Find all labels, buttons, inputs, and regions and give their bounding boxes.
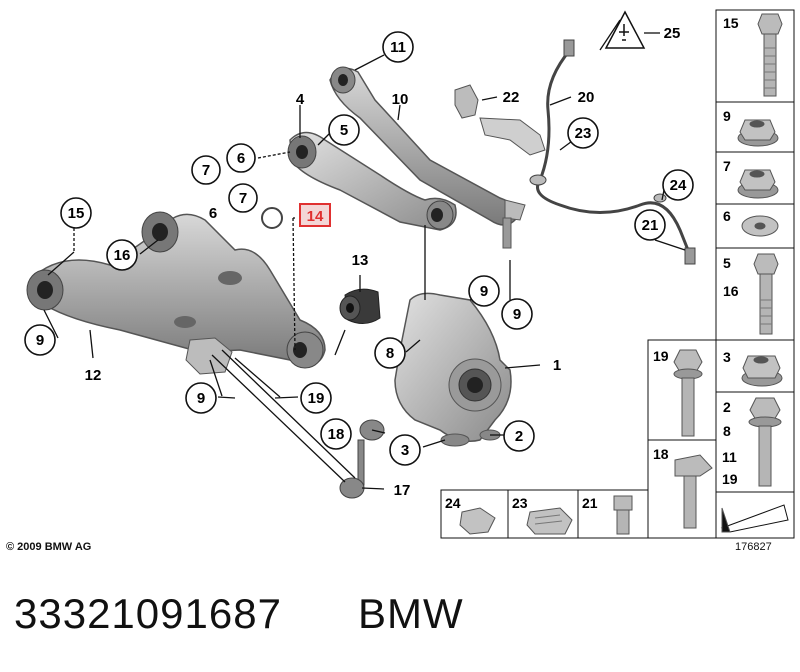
rubber-mount-drawing (339, 288, 381, 324)
direction-arrow-icon (720, 504, 789, 533)
callout-9c: 9 (480, 283, 488, 300)
callout-24: 24 (670, 177, 687, 194)
callout-13: 13 (352, 252, 369, 269)
flange-nut-icon (737, 169, 779, 199)
nut-icon (737, 119, 779, 147)
callout-9d: 9 (513, 306, 521, 323)
callout-18: 18 (328, 426, 345, 443)
callout-6a: 6 (237, 150, 245, 167)
leader-lines (43, 19, 686, 490)
o-ring-drawing (261, 207, 283, 229)
callout-2: 2 (515, 428, 523, 445)
bolt-icon (757, 13, 783, 97)
callout-23: 23 (575, 125, 592, 142)
callout-7a: 7 (202, 162, 210, 179)
callout-15: 15 (68, 205, 85, 222)
lower-control-arm-drawing (26, 211, 326, 375)
panel-label-19b: 19 (722, 471, 738, 487)
callout-3: 3 (401, 442, 409, 459)
bolt-18-icon (674, 454, 713, 529)
callout-7b: 7 (239, 190, 247, 207)
connector-clip-icon (526, 507, 573, 535)
callout-14: 14 (307, 208, 324, 225)
panel-label-5: 5 (723, 255, 731, 271)
callout-8: 8 (386, 345, 394, 362)
panel-label-3: 3 (723, 349, 731, 365)
panel-label-18: 18 (653, 446, 669, 462)
callout-22: 22 (503, 89, 520, 106)
callout-11: 11 (390, 39, 406, 56)
callout-9a: 9 (36, 332, 44, 349)
upper-wishbone-drawing (287, 131, 457, 231)
callout-9b: 9 (197, 390, 205, 407)
bolt-19-icon (673, 349, 703, 437)
callout-1: 1 (553, 357, 561, 374)
clip-icon (459, 507, 496, 535)
panel-label-19: 19 (653, 348, 669, 364)
panel-label-21: 21 (582, 495, 598, 511)
wheel-carrier-drawing (394, 292, 512, 447)
panel-label-16: 16 (723, 283, 739, 299)
panel-label-6: 6 (723, 208, 731, 224)
panel-label-9: 9 (723, 108, 731, 124)
panel-part-drawings (459, 13, 789, 535)
panel-label-8: 8 (723, 423, 731, 439)
callout-10: 10 (392, 91, 409, 108)
parts-diagram: 11 4 10 5 7 6 7 6 14 15 16 9 12 9 19 13 … (24, 9, 795, 539)
panel-label-15: 15 (723, 15, 739, 31)
callout-12: 12 (85, 367, 102, 384)
copyright-text: © 2009 BMW AG (6, 541, 92, 553)
screw-icon (613, 495, 633, 535)
panel-label-7: 7 (723, 158, 731, 174)
diagram-id: 176827 (735, 541, 772, 553)
panel-label-11: 11 (722, 449, 737, 465)
sensor-cable-drawing (529, 39, 696, 265)
warning-triangle-icon (604, 10, 646, 49)
flange-bolt-icon (748, 397, 782, 487)
callout-6b: 6 (209, 205, 217, 222)
callout-19: 19 (308, 390, 325, 407)
long-bolt-icon (753, 253, 779, 335)
callout-21: 21 (642, 217, 659, 234)
callout-16: 16 (114, 247, 131, 264)
tension-strut-drawing (329, 66, 526, 249)
panel-label-24: 24 (445, 495, 461, 511)
callout-5: 5 (340, 122, 348, 139)
callout-4: 4 (296, 91, 305, 108)
panel-label-23: 23 (512, 495, 528, 511)
highlight-box (299, 203, 331, 227)
parts-panel: 15 9 7 6 5 16 19 3 2 8 11 19 18 24 23 21 (440, 9, 795, 539)
brand-name: BMW (358, 590, 464, 637)
washer-icon (741, 215, 779, 237)
hex-nut-icon (741, 355, 783, 387)
callout-25: 25 (664, 25, 681, 42)
part-number: 33321091687 (14, 590, 282, 637)
callout-20: 20 (578, 89, 595, 106)
bracket-drawing (454, 84, 546, 156)
panel-label-2: 2 (723, 399, 731, 415)
callout-17: 17 (394, 482, 411, 499)
